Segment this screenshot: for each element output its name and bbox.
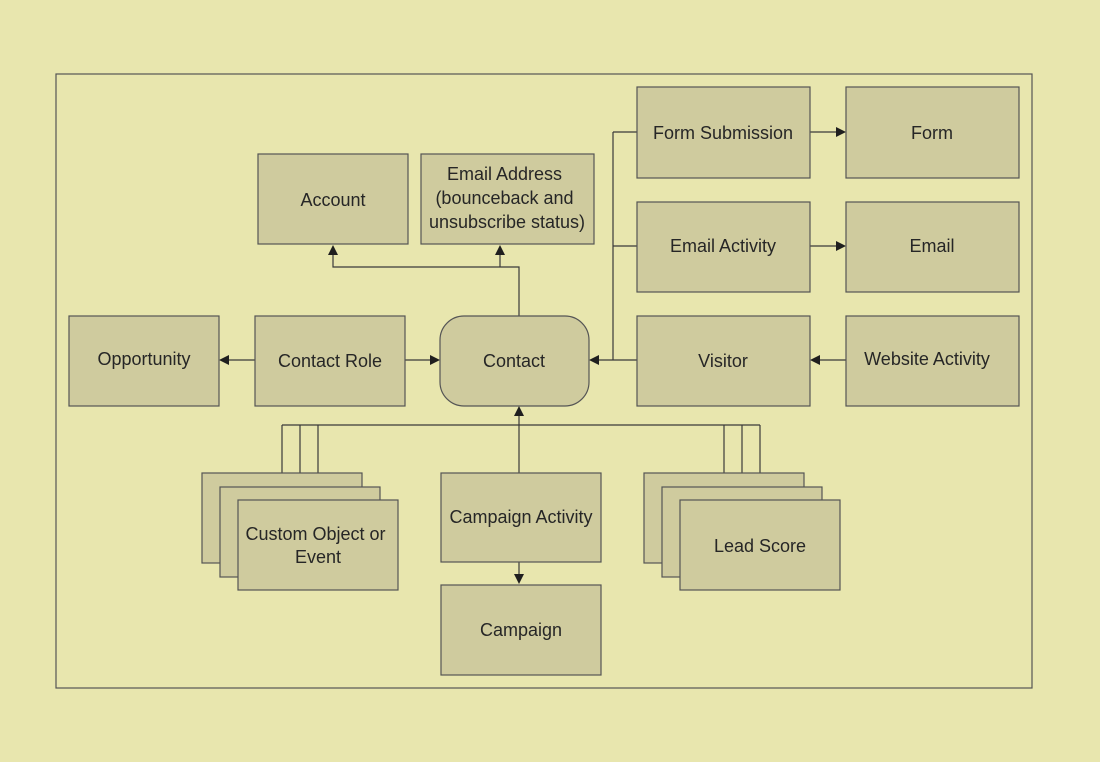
node-account[interactable]: Account [257,153,409,245]
edges-layer [219,127,846,584]
node-visitor-label: Visitor [698,351,748,371]
stack-card-front [679,499,841,591]
stack-card-front [237,499,399,591]
node-custom-object-label: Custom Object or Event [245,524,390,567]
node-email-activity-label: Email Activity [670,236,776,256]
node-form-label: Form [911,123,953,143]
arrowhead-visitor [810,355,820,365]
arrowhead-contact-bottom [514,406,524,416]
arrowhead-email-address [495,245,505,255]
node-form-submission[interactable]: Form Submission [636,86,811,179]
edge-contact-to-account [332,252,520,316]
node-email-address[interactable]: Email Address (bounceback and unsubscrib… [420,153,595,245]
node-opportunity[interactable]: Opportunity [68,315,220,407]
node-form[interactable]: Form [845,86,1020,179]
node-lead-score[interactable]: Lead Score [643,472,841,591]
node-lead-score-label: Lead Score [714,536,806,556]
node-email-activity[interactable]: Email Activity [636,201,811,293]
node-visitor[interactable]: Visitor [636,315,811,407]
nodes-layer: Account Email Address (bounceback and un… [68,86,1020,676]
node-email-address-label: Email Address (bounceback and unsubscrib… [429,164,585,232]
node-campaign[interactable]: Campaign [440,584,602,676]
node-contact-role-label: Contact Role [278,351,382,371]
arrowhead-opportunity [219,355,229,365]
node-contact[interactable]: Contact [439,315,590,407]
arrowhead-campaign [514,574,524,584]
node-contact-label: Contact [483,351,545,371]
node-campaign-activity-label: Campaign Activity [449,507,592,527]
arrowhead-account [328,245,338,255]
arrowhead-contact-left [430,355,440,365]
diagram-frame [55,73,1033,689]
node-form-submission-label: Form Submission [653,123,793,143]
node-campaign-label: Campaign [480,620,562,640]
node-campaign-activity[interactable]: Campaign Activity [440,472,602,563]
arrowhead-contact-right [589,355,599,365]
node-account-label: Account [300,190,365,210]
node-contact-role[interactable]: Contact Role [254,315,406,407]
node-custom-object[interactable]: Custom Object or Event [201,472,399,591]
node-opportunity-label: Opportunity [97,349,190,369]
node-email-label: Email [909,236,954,256]
node-email[interactable]: Email [845,201,1020,293]
arrowhead-form [836,127,846,137]
arrowhead-email [836,241,846,251]
node-website-activity[interactable]: Website Activity [845,315,1020,407]
node-website-activity-label: Website Activity [864,349,990,369]
